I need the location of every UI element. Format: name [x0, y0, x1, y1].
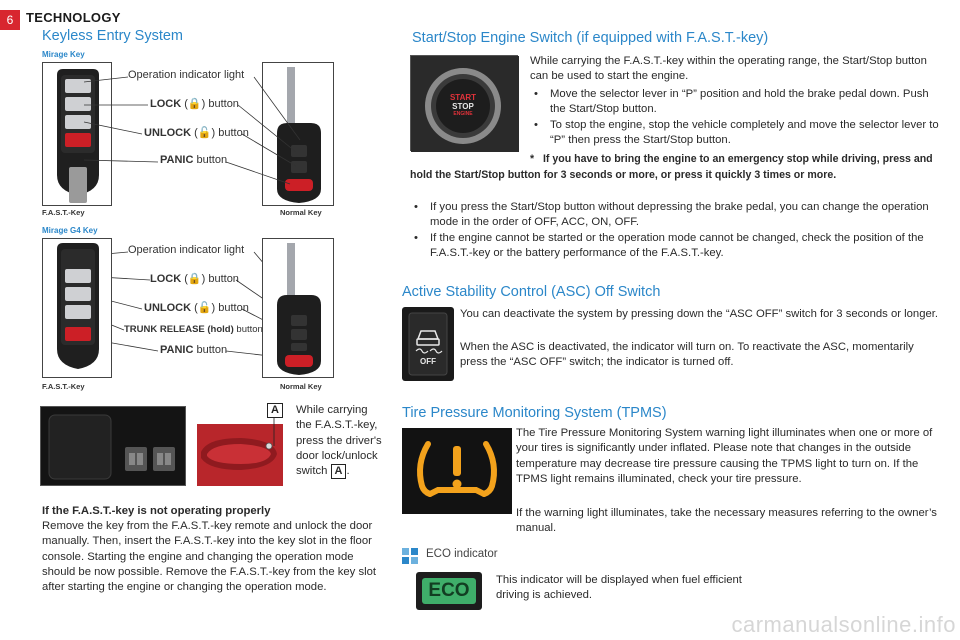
mirage-g4-key-label: Mirage G4 Key	[42, 226, 98, 235]
door-switch-instructions: While carrying the F.A.S.T.-key, press t…	[296, 404, 382, 480]
start-stop-intro: While carrying the F.A.S.T.-key within t…	[530, 55, 927, 83]
stop-step: To stop the engine, stop the vehicle com…	[530, 118, 942, 149]
operation-indicator-callout: Operation indicator light	[128, 69, 245, 81]
normal-key-caption: Normal Key	[280, 208, 322, 217]
floor-console-key-slot-photo	[40, 406, 186, 486]
operation-mode-note: If you press the Start/Stop button witho…	[410, 200, 944, 231]
fast-key-caption: F.A.S.T.-Key	[42, 208, 85, 217]
asc-off-icon-label: OFF	[420, 357, 436, 366]
g4-normal-key-remote-icon	[277, 243, 321, 375]
g4-fast-key-photo	[42, 238, 112, 378]
fallback-heading: If the F.A.S.T.-key is not operating pro…	[42, 505, 271, 517]
keyless-entry-title: Keyless Entry System	[42, 28, 184, 44]
emergency-stop-note: * If you have to bring the engine to an …	[410, 153, 933, 181]
key-slot-icon	[48, 414, 175, 480]
asc-off-switch-photo: OFF	[402, 307, 454, 381]
eco-indicator-title: ECO indicator	[426, 548, 498, 560]
eco-indicator-light: ECO	[416, 572, 482, 610]
tire-pressure-warning-icon	[417, 441, 497, 497]
skidding-car-icon	[408, 312, 448, 376]
eco-section-square-icon	[402, 548, 418, 564]
unlocked-padlock-icon: 🔓	[197, 302, 212, 314]
normal-key-photo	[262, 62, 334, 206]
tpms-description: The Tire Pressure Monitoring System warn…	[516, 427, 933, 485]
g4-panic-button-callout: PANIC button	[160, 344, 228, 356]
g4-lock-button-callout: LOCK (🔒) button	[150, 273, 239, 285]
page-number-badge: 6	[0, 10, 20, 30]
panic-button-callout: PANIC button	[160, 154, 228, 166]
g4-unlock-button-callout: UNLOCK (🔓) button	[144, 302, 249, 314]
marker-a-label: A	[267, 403, 283, 418]
fast-key-battery-note: If the engine cannot be started or the o…	[410, 231, 944, 262]
g4-trunk-release-callout: TRUNK RELEASE (hold) button	[124, 324, 263, 335]
tpms-action-text: If the warning light illuminates, take t…	[516, 507, 937, 535]
tpms-title: Tire Pressure Monitoring System (TPMS)	[402, 405, 667, 421]
g4-operation-indicator-callout: Operation indicator light	[128, 244, 245, 256]
asc-reactivate-text: When the ASC is deactivated, the indicat…	[460, 341, 914, 369]
start-stop-notes: If you press the Start/Stop button witho…	[410, 200, 944, 261]
padlock-icon: 🔒	[187, 98, 202, 110]
eco-icon: ECO	[422, 578, 476, 604]
start-stop-button-label: START STOP ENGINE	[449, 93, 477, 117]
start-step: Move the selector lever in “P” position …	[530, 87, 942, 118]
g4-fast-key-remote-icon	[57, 243, 99, 369]
unlock-button-callout: UNLOCK (🔓) button	[144, 127, 249, 139]
start-stop-title: Start/Stop Engine Switch (if equipped wi…	[412, 30, 769, 46]
fallback-body: Remove the key from the F.A.S.T.-key rem…	[42, 520, 377, 594]
g4-normal-key-photo	[262, 238, 334, 378]
asc-title: Active Stability Control (ASC) Off Switc…	[402, 284, 661, 300]
door-handle-icon	[197, 424, 283, 486]
section-title: TECHNOLOGY	[26, 10, 121, 25]
fast-key-remote-icon	[57, 69, 99, 203]
g4-normal-key-caption: Normal Key	[280, 382, 322, 391]
watermark: carmanualsonline.info	[731, 612, 956, 637]
start-stop-button-icon	[411, 56, 519, 152]
start-stop-steps: Move the selector lever in “P” position …	[530, 87, 942, 148]
g4-fast-key-caption: F.A.S.T.-Key	[42, 382, 85, 391]
padlock-icon: 🔒	[187, 273, 202, 285]
fast-key-photo	[42, 62, 112, 206]
tpms-warning-light	[402, 428, 512, 514]
marker-a-inline: A	[330, 464, 347, 480]
eco-indicator-text: This indicator will be displayed when fu…	[496, 574, 742, 602]
unlocked-padlock-icon: 🔓	[197, 127, 212, 139]
marker-a-leader	[273, 418, 275, 446]
asc-deactivate-text: You can deactivate the system by pressin…	[460, 308, 939, 320]
start-stop-button-photo: START STOP ENGINE	[410, 55, 519, 152]
door-handle-photo	[197, 424, 283, 486]
mirage-key-label: Mirage Key	[42, 50, 85, 59]
lock-button-callout: LOCK (🔒) button	[150, 98, 239, 110]
